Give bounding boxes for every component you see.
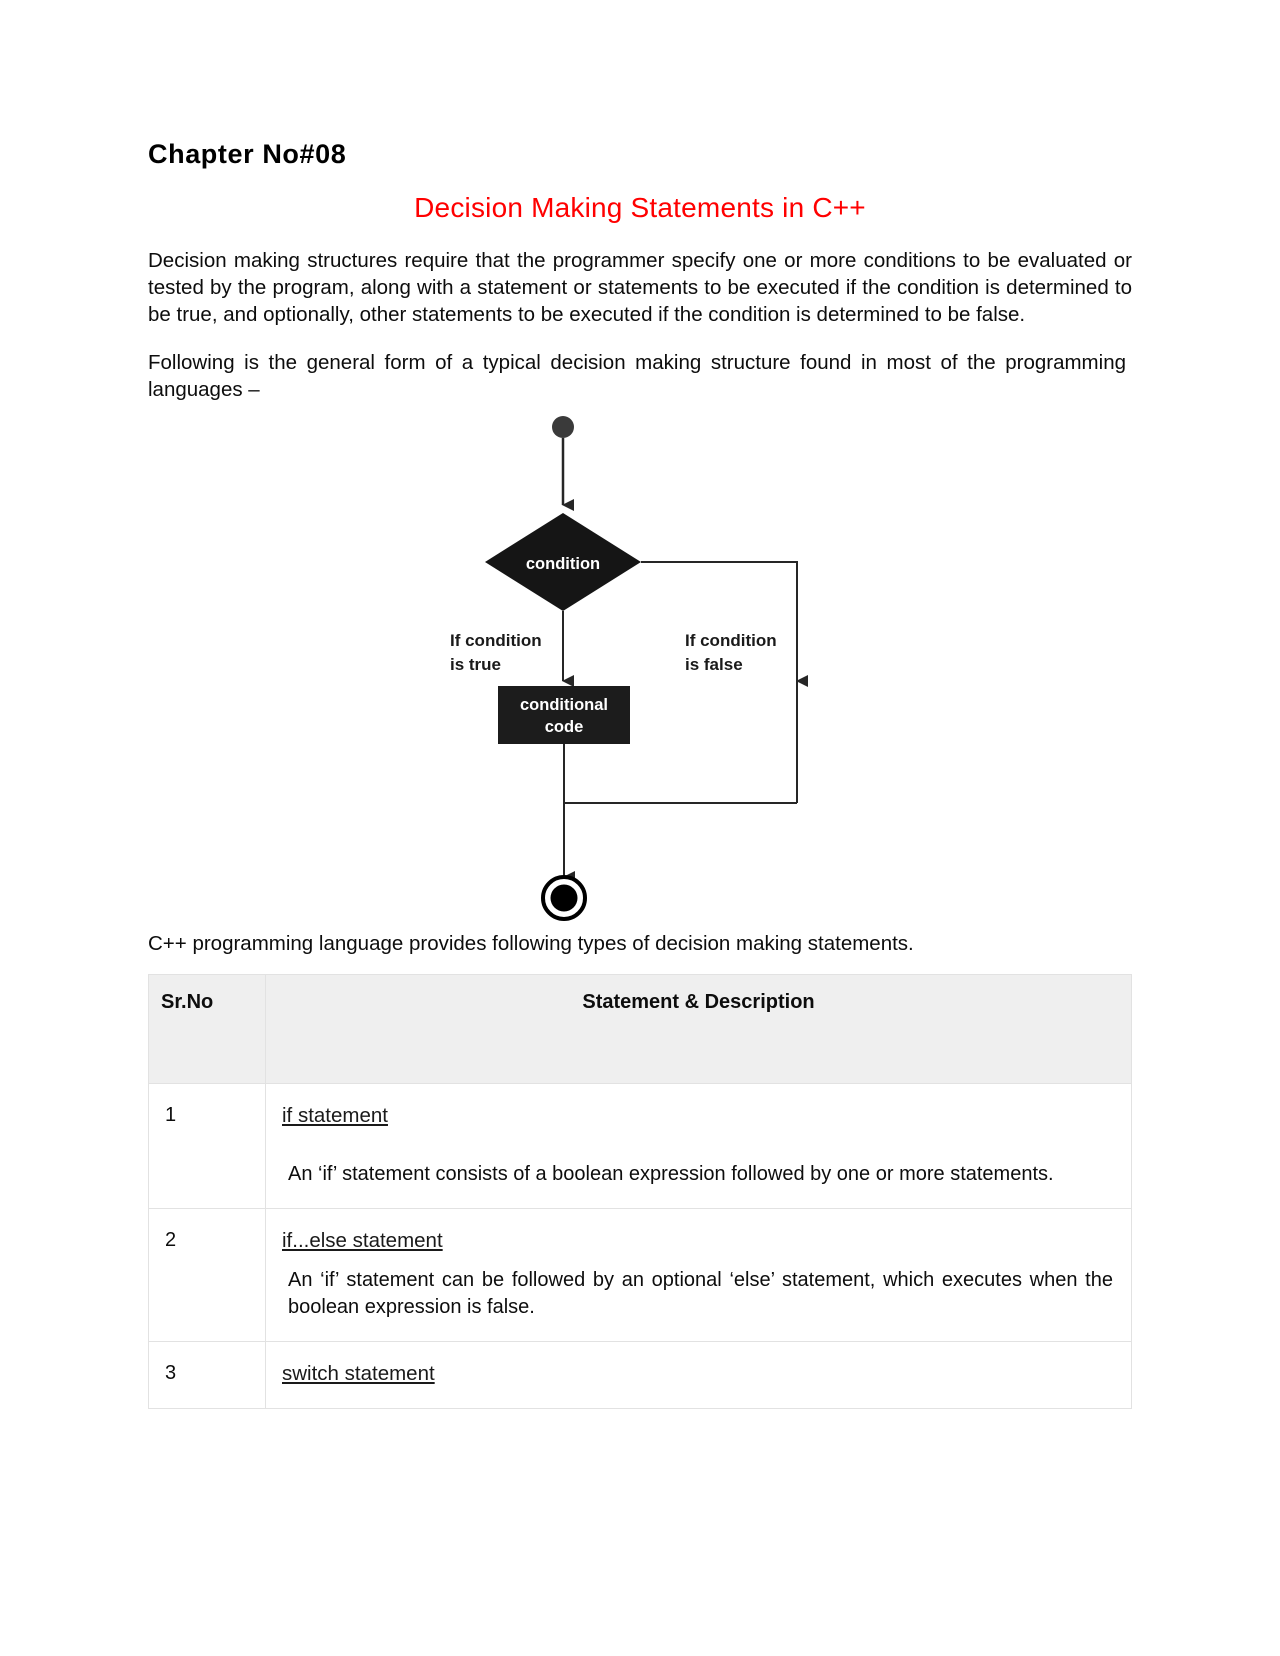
- conditional-code-box: [498, 685, 630, 744]
- end-node-dot: [550, 884, 578, 912]
- intro-paragraph: Decision making structures require that …: [148, 248, 1132, 326]
- header-statement-description: Statement & Description: [265, 973, 1132, 1084]
- row-content: switch statement: [265, 1340, 1132, 1409]
- page-title: Decision Making Statements in C++: [414, 192, 866, 224]
- if-else-statement-link[interactable]: if...else statement: [282, 1228, 443, 1252]
- true-branch-label-line2: is true: [450, 655, 501, 674]
- false-branch-label-line1: If condition: [685, 631, 777, 650]
- document-content: Chapter No#08 Decision Making Statements…: [148, 0, 1132, 1409]
- decision-flowchart: condition If condition is true If condit…: [148, 409, 1132, 924]
- table-row: 3 switch statement: [148, 1340, 1132, 1409]
- row-description: An ‘if’ statement can be followed by an …: [288, 1268, 1113, 1318]
- switch-statement-link[interactable]: switch statement: [282, 1361, 435, 1385]
- general-form-paragraph: Following is the general form of a typic…: [148, 350, 1126, 401]
- table-row: 1 if statement An ‘if’ statement consist…: [148, 1082, 1132, 1209]
- row-content: if...else statement An ‘if’ statement ca…: [265, 1207, 1132, 1342]
- conditional-code-label-line2: code: [545, 718, 584, 736]
- row-sr-no: 2: [148, 1207, 266, 1342]
- flowchart-svg: condition If condition is true If condit…: [450, 415, 808, 921]
- table-body: 1 if statement An ‘if’ statement consist…: [148, 1082, 1132, 1409]
- table-header-row: Sr.No Statement & Description: [148, 973, 1132, 1084]
- decision-statements-table: Sr.No Statement & Description 1 if state…: [148, 973, 1132, 1409]
- start-node-circle: [552, 415, 574, 438]
- conditional-code-label-line1: conditional: [520, 696, 608, 714]
- row-description: An ‘if’ statement consists of a boolean …: [288, 1162, 1054, 1185]
- table-row: 2 if...else statement An ‘if’ statement …: [148, 1207, 1132, 1342]
- condition-label: condition: [526, 555, 600, 573]
- header-sr-no: Sr.No: [148, 973, 266, 1084]
- condition-diamond: [485, 512, 641, 611]
- true-branch-label-line1: If condition: [450, 631, 542, 650]
- row-sr-no: 3: [148, 1340, 266, 1409]
- if-statement-link[interactable]: if statement: [282, 1103, 388, 1127]
- chapter-heading: Chapter No#08: [148, 139, 347, 169]
- row-content: if statement An ‘if’ statement consists …: [265, 1082, 1132, 1209]
- false-branch-label-line2: is false: [685, 655, 743, 674]
- table-head: Sr.No Statement & Description: [148, 973, 1132, 1084]
- edge-condition-false: [641, 560, 808, 687]
- row-sr-no: 1: [148, 1082, 266, 1209]
- types-intro-paragraph: C++ programming language provides follow…: [148, 931, 914, 955]
